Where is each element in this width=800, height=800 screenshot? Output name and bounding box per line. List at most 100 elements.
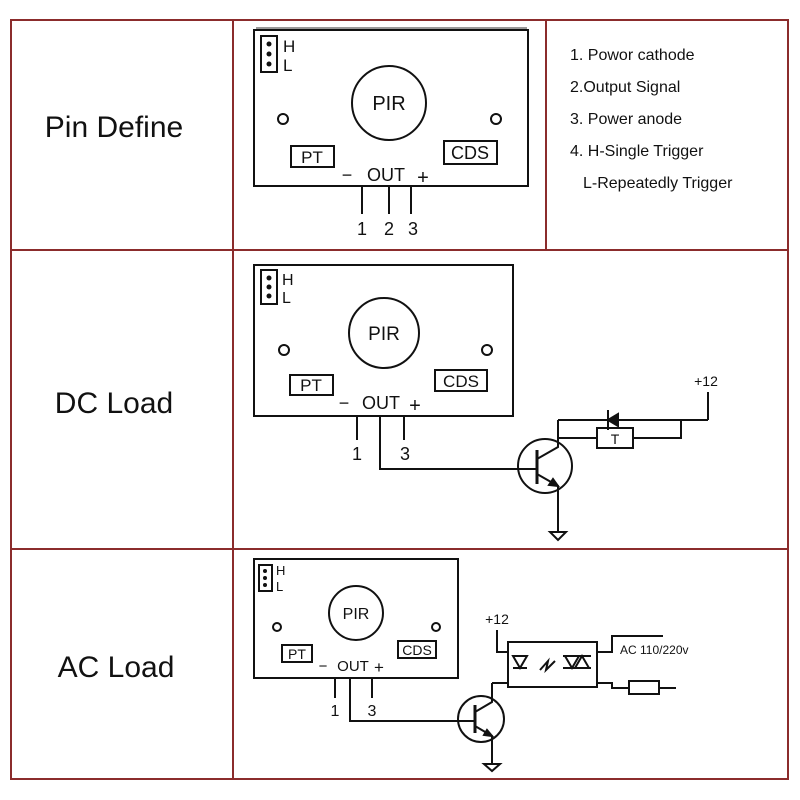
row-label-ac-load: AC Load [58,651,175,684]
load-resistor [628,680,660,695]
mount-hole-right [481,344,493,356]
pt-label: PT [300,376,322,395]
transistor-collector [474,683,493,713]
cds-sensor [443,140,498,165]
pin-number-3: 3 [408,219,418,239]
transistor-body [517,438,573,494]
mount-hole-left [278,344,290,356]
ground-symbol [547,531,569,542]
pin-list-item: 1. Powor cathode [570,47,695,64]
jumper-pin [266,61,272,67]
module-board [253,264,514,417]
cds-label: CDS [451,143,489,163]
pt-potentiometer [289,374,334,396]
pin-list-item: 3. Power anode [570,111,682,128]
pin-label-out: OUT [337,658,369,675]
ssr-optocoupler [507,641,598,688]
jumper-pin [266,41,272,47]
jumper-label-high: H [282,272,294,289]
pin-define-module: H L PIR PT CDS − OUT + 1 2 3 [253,27,529,239]
pin-number-1: 1 [357,219,367,239]
row-label-pin-define: Pin Define [45,111,183,144]
cds-sensor [434,369,488,392]
emitter-arrow [547,477,561,488]
cds-sensor [397,640,437,659]
dc-load-module: H L PIR PT CDS − OUT + [253,264,514,417]
supply-label: +12 [694,373,718,389]
pin-number-2: 2 [384,219,394,239]
pin-definition-list: 1. Powor cathode 2.Output Signal 3. Powe… [570,47,733,192]
mount-hole-left [277,113,289,125]
ac-line-wire [597,635,663,653]
dc-load-circuit [356,392,709,542]
jumper-pin [263,576,267,580]
pir-label: PIR [368,324,400,345]
jumper-pin [266,51,272,57]
out-to-base-wire [349,678,475,722]
supply-label: +12 [485,611,509,627]
opto-led [511,655,529,670]
pin-label-plus: + [417,167,429,189]
pir-label: PIR [372,93,405,115]
pir-sensor [348,297,420,369]
pin-label-minus: − [342,165,353,185]
pt-potentiometer [290,145,335,168]
ground-symbol [481,763,503,773]
pin-label-out: OUT [367,165,405,185]
jumper-header [260,35,278,73]
jumper-pin [263,569,267,573]
load-wire [597,682,629,689]
pt-label: PT [301,148,323,167]
mount-hole-right [431,622,441,632]
pin-label-plus: + [374,658,384,677]
emitter-arrow [482,728,495,738]
pin-label-minus: − [339,393,350,413]
jumper-label-high: H [283,37,295,56]
pin-number-1: 1 [352,444,362,464]
jumper-pin [266,275,272,281]
jumper-pin [263,583,267,587]
out-to-base-wire [379,416,536,470]
cds-label: CDS [443,372,479,391]
jumper-label-low: L [276,579,283,594]
opto-light-arrow [539,657,556,674]
mount-hole-right [490,113,502,125]
relay-label: T [611,431,620,447]
relay-coil [596,427,634,449]
flyback-diode [606,412,619,428]
pin-list-item: 4. H-Single Trigger [570,143,704,160]
ac-load-module: H L PIR PT CDS − OUT + [253,558,459,679]
pin-number-1: 1 [331,703,340,720]
pir-sensor [351,65,427,141]
jumper-label-low: L [283,56,292,75]
mount-hole-left [272,622,282,632]
jumper-pin [266,284,272,290]
pin-number-3: 3 [400,444,410,464]
transistor-body [457,695,505,743]
cds-label: CDS [402,642,432,658]
row-label-dc-load: DC Load [55,387,173,420]
ac-voltage-label: AC 110/220v [620,643,689,657]
jumper-label-high: H [276,563,285,578]
supply-wire [496,630,508,653]
pin-list-item: L-Repeatedly Trigger [583,175,733,192]
pt-label: PT [288,646,306,662]
jumper-pin [266,293,272,299]
module-board [253,558,459,679]
jumper-label-low: L [282,290,291,307]
pin-number-3: 3 [368,703,377,720]
pin-label-minus: − [319,658,328,675]
pin-label-plus: + [409,395,421,417]
jumper-header [258,564,273,592]
table-grid [10,19,789,780]
pin-label-out: OUT [362,393,400,413]
pir-sensor [328,585,384,641]
pir-label: PIR [343,606,370,623]
ac-load-circuit [334,630,676,773]
table-border [10,19,789,780]
jumper-header [260,269,278,305]
pin-list-item: 2.Output Signal [570,79,680,96]
pt-potentiometer [281,644,313,663]
module-board [253,29,529,187]
